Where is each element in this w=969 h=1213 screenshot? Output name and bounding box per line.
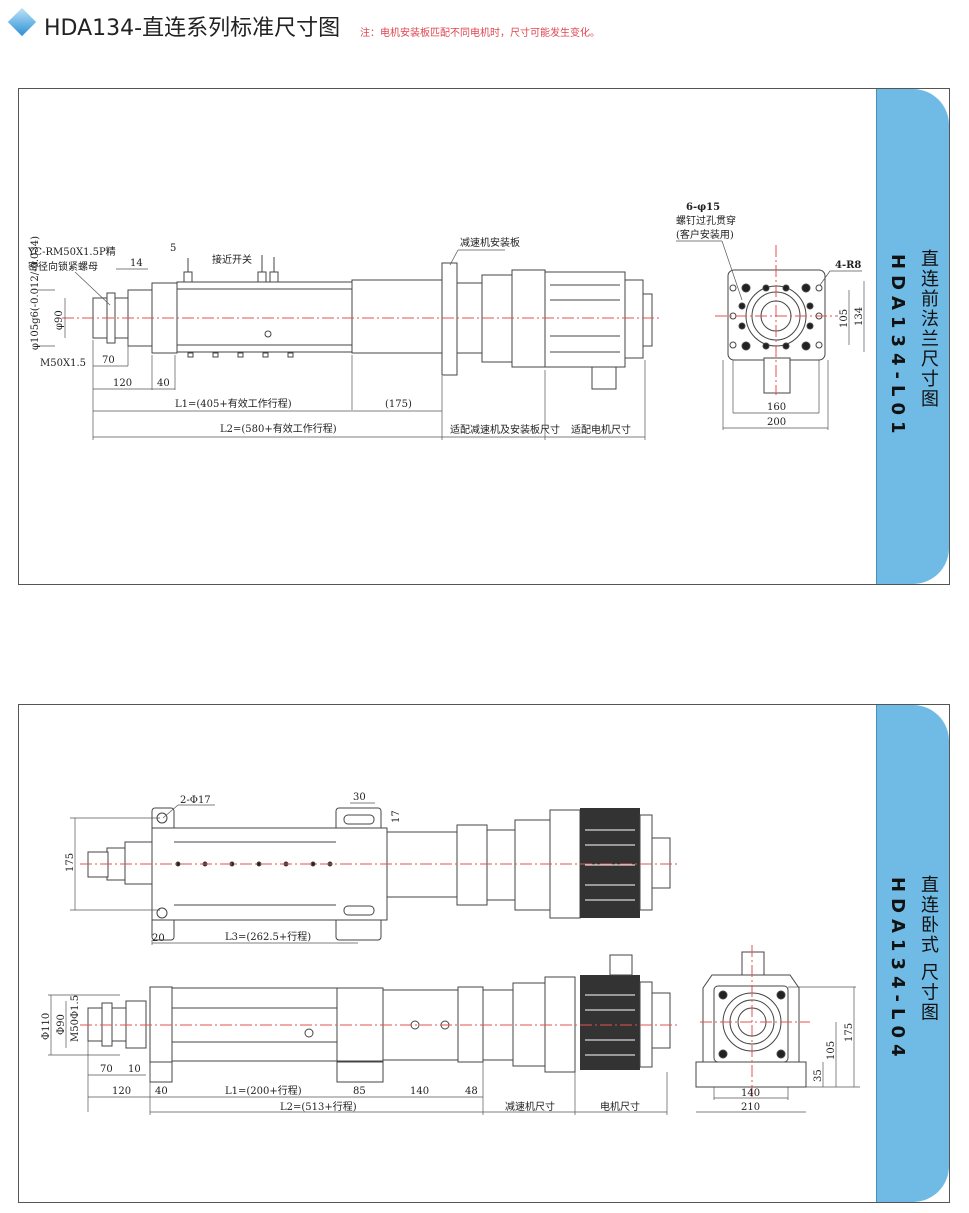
- panel-horizontal: 直连卧式 尺寸图 HDA134-L04: [18, 704, 950, 1203]
- dim-m50: M50X1.5: [40, 358, 86, 369]
- dim-134: 134: [854, 307, 865, 326]
- dim-side-175: 175: [844, 1023, 855, 1042]
- tab-code: HDA134-L04: [887, 877, 908, 1063]
- dim-17: 17: [391, 810, 402, 823]
- flange-end-view: 160 200 105 134 6-φ15 螺钉过孔贯穿 (客户安装用) 4-R…: [676, 202, 865, 430]
- dim-side-35: 35: [813, 1069, 824, 1082]
- dimensions-side: 70 120 40 L1=(405+有效工作行程) (175) L2=(580+…: [27, 236, 646, 440]
- dim-l2: L2=(580+有效工作行程): [220, 422, 337, 435]
- panel-tab: 直连前法兰尺寸图 HDA134-L01: [876, 89, 949, 584]
- page-title: HDA134-直连系列标准尺寸图: [44, 16, 341, 41]
- holes-note-1: 螺钉过孔贯穿: [676, 214, 736, 227]
- reducer-plate: [441, 262, 458, 376]
- dim-m50: M50Φ1.5: [70, 995, 81, 1042]
- dim-10: 10: [128, 1064, 141, 1075]
- dim-120: 120: [112, 1086, 131, 1097]
- dim-l2: L2=(513+行程): [280, 1100, 357, 1113]
- horizontal-end-view: 140 210 35 105 175: [695, 945, 860, 1113]
- dim-48: 48: [465, 1086, 478, 1097]
- holes-label: 6-φ15: [686, 202, 720, 213]
- dim-side-140: 140: [741, 1088, 760, 1099]
- dim-l1: L1=(200+行程): [225, 1084, 302, 1097]
- dim-5: 5: [170, 243, 176, 254]
- dim-l3: L3=(262.5+行程): [225, 930, 311, 943]
- dim-175: (175): [385, 399, 412, 410]
- panel-front-flange: 直连前法兰尺寸图 HDA134-L01: [18, 88, 950, 585]
- dim-120: 120: [113, 378, 132, 389]
- dim-phi90: Φ90: [56, 1014, 67, 1035]
- proximity-switch-icon: [183, 255, 279, 283]
- dim-side-105: 105: [826, 1041, 837, 1060]
- dim-200: 200: [767, 417, 786, 428]
- radius-label: 4-R8: [835, 260, 861, 271]
- actuator-side-view: [62, 255, 660, 390]
- tab-code: HDA134-L01: [887, 254, 908, 440]
- dim-l1: L1=(405+有效工作行程): [175, 397, 292, 410]
- dim-motor-size: 电机尺寸: [600, 1100, 640, 1113]
- holes-note-2: (客户安装用): [676, 228, 734, 241]
- dim-160: 160: [767, 402, 786, 413]
- panel-tab: 直连卧式 尺寸图 HDA134-L04: [876, 705, 949, 1202]
- reducer-plate-label: 减速机安装板: [460, 236, 520, 249]
- dim-70: 70: [102, 355, 115, 366]
- dim-40: 40: [155, 1086, 168, 1097]
- dim-30: 30: [353, 792, 366, 803]
- dim-reducer-size: 减速机尺寸: [505, 1100, 555, 1113]
- dim-14: 14: [130, 258, 143, 269]
- header-note: 注：电机安装板匹配不同电机时，尺寸可能发生变化。: [360, 28, 600, 39]
- dim-140: 140: [410, 1086, 429, 1097]
- dim-105: 105: [839, 309, 850, 328]
- horizontal-top-view: 175 2-Φ17 30 17 20 L3=(262.5+行程): [65, 792, 680, 945]
- motor: [544, 271, 626, 368]
- dim-85: 85: [353, 1086, 366, 1097]
- horizontal-front-view: Φ110 Φ90 M50Φ1.5 70 10 120 40 L1=(200+行程…: [41, 954, 680, 1115]
- tab-title: 直连卧式 尺寸图: [918, 875, 939, 1023]
- tab-title: 直连前法兰尺寸图: [918, 249, 939, 409]
- dim-175: 175: [65, 853, 76, 872]
- dim-reducer-size: 适配减速机及安装板尺寸: [450, 423, 560, 436]
- holes-label: 2-Φ17: [180, 795, 211, 806]
- nut-label-2: 密径向锁紧螺母: [28, 260, 98, 273]
- dim-phi105: φ105g6(-0.012/-0.034): [30, 236, 41, 350]
- dim-phi90: φ90: [54, 310, 65, 330]
- proximity-switch-label: 接近开关: [212, 253, 252, 266]
- dim-70: 70: [100, 1064, 113, 1075]
- nut-label-1: YC-RM50X1.5P精: [27, 245, 116, 258]
- dim-40: 40: [157, 378, 170, 389]
- dim-side-210: 210: [741, 1102, 760, 1113]
- dim-20: 20: [152, 933, 165, 944]
- dim-motor-size: 适配电机尺寸: [571, 423, 631, 436]
- dim-phi110: Φ110: [41, 1013, 52, 1040]
